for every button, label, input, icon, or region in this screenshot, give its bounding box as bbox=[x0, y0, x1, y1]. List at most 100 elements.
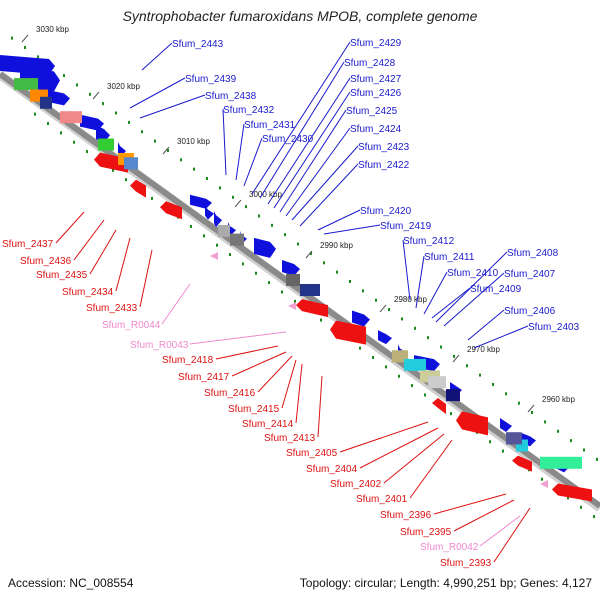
tick-mark bbox=[190, 224, 192, 228]
scale-tick bbox=[379, 304, 387, 313]
forward-gene-arrow bbox=[352, 310, 370, 327]
forward-gene-label: Sfum_2430 bbox=[262, 134, 314, 145]
tick-mark bbox=[284, 233, 286, 237]
scale-label: 2980 kbp bbox=[394, 295, 427, 304]
tick-mark bbox=[151, 196, 153, 200]
forward-label-line bbox=[291, 145, 359, 221]
tick-mark bbox=[505, 392, 507, 396]
forward-gene-label: Sfum_2432 bbox=[223, 105, 275, 116]
tick-mark bbox=[320, 318, 322, 322]
forward-label-line bbox=[251, 41, 351, 195]
reverse-label-line bbox=[115, 237, 131, 292]
accession-text: Accession: NC_008554 bbox=[8, 576, 134, 590]
tick-mark bbox=[63, 74, 65, 78]
reverse-label-line bbox=[139, 249, 153, 308]
forward-label-line bbox=[423, 271, 448, 315]
tick-mark bbox=[596, 457, 598, 461]
reverse-gene-label: Sfum_2437 bbox=[2, 239, 54, 250]
tick-mark bbox=[34, 112, 36, 116]
forward-gene-arrow bbox=[282, 260, 300, 277]
gene-block bbox=[40, 96, 52, 109]
tick-mark bbox=[281, 290, 283, 294]
tick-mark bbox=[583, 448, 585, 452]
reverse-label-line bbox=[257, 355, 293, 393]
rna-gene-arrow bbox=[288, 302, 296, 310]
tick-mark bbox=[128, 120, 130, 124]
forward-label-line bbox=[323, 224, 381, 235]
forward-gene-label: Sfum_2407 bbox=[504, 269, 556, 280]
tick-mark bbox=[115, 111, 117, 115]
tick-mark bbox=[47, 122, 49, 125]
forward-label-line bbox=[467, 309, 505, 341]
reverse-gene-label: Sfum_2413 bbox=[264, 433, 316, 444]
tick-mark bbox=[453, 354, 455, 358]
tick-mark bbox=[557, 429, 559, 433]
scale-tick bbox=[21, 34, 29, 43]
scale-label: 3000 kbp bbox=[249, 190, 282, 199]
reverse-gene-label: Sfum_2404 bbox=[306, 464, 358, 475]
forward-gene-label: Sfum_2403 bbox=[528, 322, 580, 333]
forward-gene-label: Sfum_2431 bbox=[244, 120, 296, 131]
tick-mark bbox=[372, 356, 374, 359]
forward-gene-label: Sfum_2411 bbox=[424, 252, 475, 263]
forward-label-line bbox=[243, 137, 263, 187]
reverse-label-line bbox=[383, 433, 445, 484]
gene-block bbox=[428, 376, 446, 389]
gene-block bbox=[506, 432, 522, 445]
scale-label: 2990 kbp bbox=[320, 241, 353, 250]
scale-tick bbox=[527, 404, 535, 413]
gene-block bbox=[286, 273, 300, 286]
tick-mark bbox=[492, 382, 494, 386]
reverse-gene-arrow bbox=[160, 201, 182, 220]
tick-mark bbox=[245, 205, 247, 209]
tick-mark bbox=[102, 102, 104, 106]
tick-mark bbox=[60, 131, 62, 135]
forward-gene-arrow bbox=[214, 211, 222, 228]
reverse-label-line bbox=[281, 359, 297, 409]
reverse-label-line bbox=[453, 499, 515, 532]
forward-gene-label: Sfum_2443 bbox=[172, 39, 224, 50]
forward-label-line bbox=[317, 209, 361, 231]
tick-mark bbox=[258, 214, 260, 218]
tick-mark bbox=[294, 299, 296, 303]
reverse-label-line bbox=[89, 229, 117, 275]
forward-label-line bbox=[129, 77, 186, 109]
tick-mark bbox=[414, 326, 416, 330]
forward-label-line bbox=[415, 255, 425, 309]
forward-gene-arrow bbox=[378, 330, 392, 345]
scale-tick bbox=[162, 146, 170, 155]
topology-text: Topology: circular; Length: 4,990,251 bp… bbox=[299, 576, 592, 590]
forward-gene-arrow bbox=[254, 237, 276, 258]
reverse-label-line bbox=[215, 345, 279, 360]
tick-mark bbox=[359, 346, 361, 350]
tick-mark bbox=[232, 195, 234, 199]
forward-label-line bbox=[285, 127, 351, 217]
forward-gene-label: Sfum_2408 bbox=[507, 248, 559, 259]
scale-label: 3030 kbp bbox=[36, 25, 69, 34]
tick-mark bbox=[466, 364, 468, 368]
reverse-gene-label: Sfum_2418 bbox=[162, 355, 214, 366]
reverse-label-line bbox=[359, 427, 439, 469]
reverse-label-line bbox=[493, 507, 531, 563]
reverse-gene-arrow bbox=[552, 483, 592, 502]
tick-mark bbox=[544, 420, 546, 424]
reverse-gene-label: Sfum_2395 bbox=[400, 527, 452, 538]
tick-mark bbox=[398, 374, 400, 378]
tick-mark bbox=[203, 234, 205, 238]
reverse-label-line bbox=[409, 439, 453, 499]
reverse-gene-label: Sfum_2417 bbox=[178, 372, 230, 383]
reverse-gene-arrow bbox=[456, 411, 488, 436]
tick-mark bbox=[89, 92, 91, 96]
gene-block bbox=[124, 157, 138, 170]
tick-mark bbox=[268, 281, 270, 285]
forward-label-line bbox=[279, 109, 347, 213]
forward-label-line bbox=[222, 108, 227, 176]
tick-mark bbox=[219, 186, 221, 190]
tick-mark bbox=[531, 411, 533, 415]
tick-mark bbox=[580, 505, 582, 509]
tick-mark bbox=[336, 270, 338, 274]
scale-tick bbox=[234, 199, 242, 208]
gene-block bbox=[14, 78, 38, 91]
